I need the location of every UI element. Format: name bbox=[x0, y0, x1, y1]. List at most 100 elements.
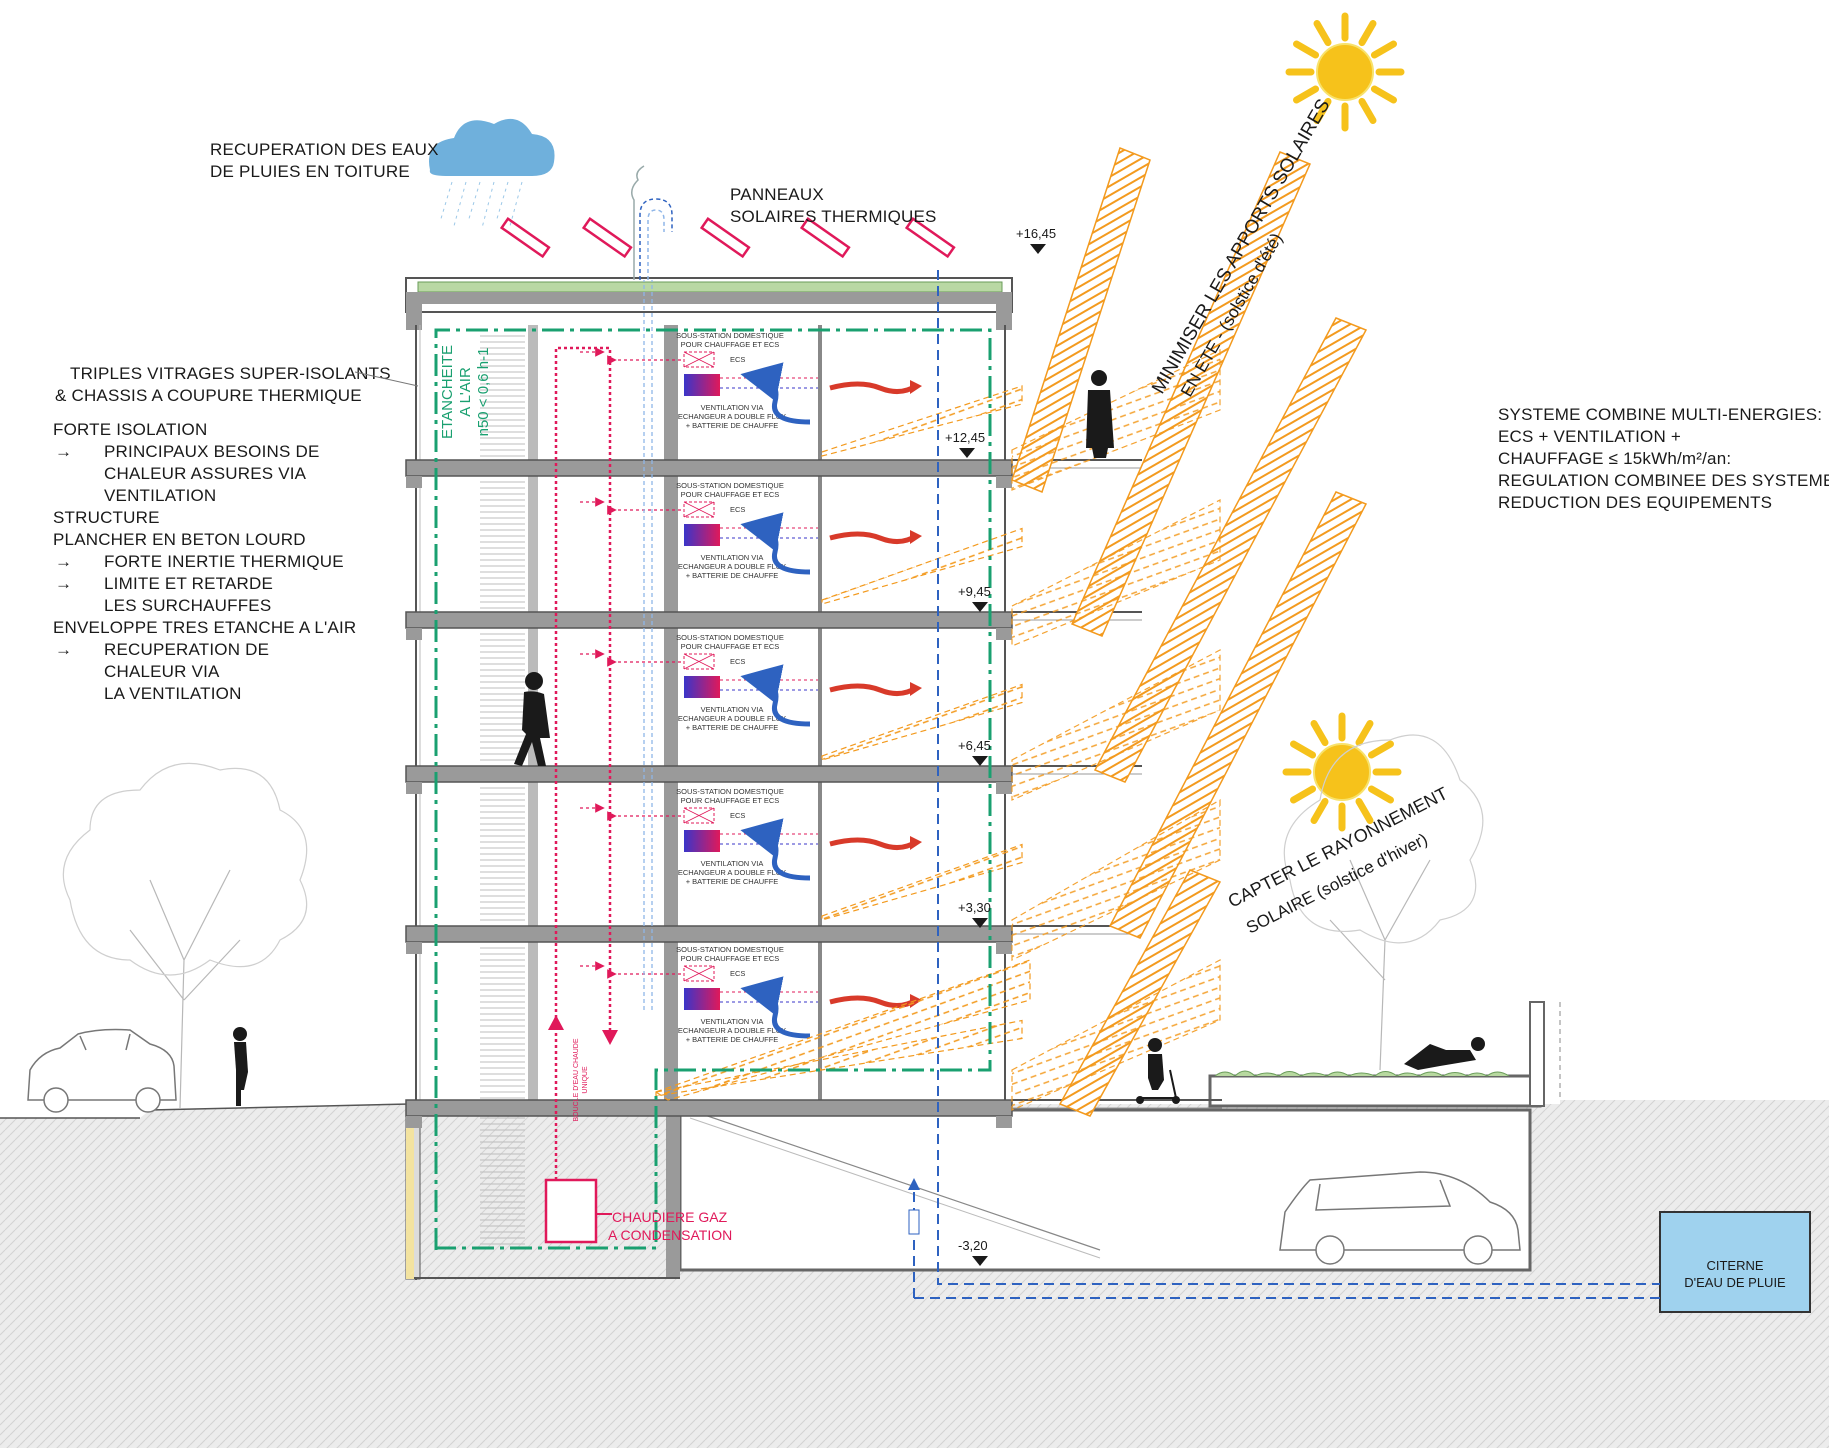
level-triangle bbox=[1030, 244, 1046, 254]
winter-ray-band bbox=[1011, 798, 1221, 961]
slab-beam bbox=[406, 942, 422, 954]
left-notes: FORTE ISOLATION→PRINCIPAUX BESOINS DECHA… bbox=[53, 420, 356, 703]
solar-panel bbox=[904, 217, 956, 259]
loop-label-1: BOUCLE D'EAU CHAUDE bbox=[573, 1038, 580, 1121]
heat-exchanger-icon bbox=[684, 374, 720, 396]
floor-slab bbox=[405, 459, 1013, 477]
solar-panel bbox=[499, 217, 551, 259]
summer-ray-band bbox=[1011, 147, 1151, 493]
airtight-label-3: n50 < 0,6 h-1 bbox=[475, 348, 492, 437]
heat-exchanger-icon bbox=[684, 988, 720, 1010]
fresh-air-arrow bbox=[740, 512, 811, 575]
tree-right-icon bbox=[1283, 734, 1484, 1071]
vent-label-2: ECHANGEUR A DOUBLE FLUX bbox=[678, 868, 786, 877]
sun-ray bbox=[1355, 797, 1374, 824]
sun-ray bbox=[1310, 797, 1329, 824]
solar-panel bbox=[699, 217, 751, 259]
winter-ray-band bbox=[1011, 499, 1221, 647]
slab-beam bbox=[996, 628, 1012, 640]
car-basement-icon bbox=[1279, 1171, 1521, 1265]
note-line: FORTE ISOLATION bbox=[53, 420, 207, 439]
sun-ray bbox=[1358, 20, 1377, 47]
substation-title-2: POUR CHAUFFAGE ET ECS bbox=[681, 642, 780, 651]
sun-ray bbox=[1370, 40, 1397, 59]
sun-ray bbox=[1310, 720, 1329, 747]
winter-sun-icon bbox=[1282, 712, 1402, 832]
substation-title-2: POUR CHAUFFAGE ET ECS bbox=[681, 954, 780, 963]
sun-ray bbox=[1293, 85, 1320, 104]
warm-air-arrow bbox=[829, 837, 918, 850]
sun-patch bbox=[821, 843, 1023, 921]
winter-ray-band bbox=[1011, 959, 1221, 1111]
level-triangle bbox=[972, 602, 988, 612]
sun-ray bbox=[1358, 97, 1377, 124]
sun-ray bbox=[1367, 785, 1394, 804]
note-line: FORTE INERTIE THERMIQUE bbox=[104, 552, 344, 571]
heat-exchanger-icon bbox=[684, 830, 720, 852]
floor-slab bbox=[405, 1099, 1013, 1117]
fresh-air-arrow bbox=[740, 976, 811, 1039]
car-street-icon bbox=[27, 1028, 177, 1113]
vent-label-3: + BATTERIE DE CHAUFFE bbox=[686, 421, 779, 430]
warm-air-arrowhead bbox=[910, 836, 922, 850]
ecs-label: ECS bbox=[730, 505, 745, 514]
tree-left-icon bbox=[62, 762, 308, 1109]
note-line: VENTILATION bbox=[104, 486, 216, 505]
vent-label-1: VENTILATION VIA bbox=[701, 705, 764, 714]
rain-water-line bbox=[908, 270, 1660, 1299]
sun-patch bbox=[821, 527, 1023, 605]
sun-disc bbox=[1316, 43, 1374, 101]
system-note-line: CHAUFFAGE ≤ 15kWh/m²/an: bbox=[1498, 449, 1731, 468]
substation-title-2: POUR CHAUFFAGE ET ECS bbox=[681, 340, 780, 349]
note-arrow: → bbox=[55, 574, 72, 593]
slab-beam bbox=[996, 476, 1012, 488]
roof-ventilation-duct bbox=[631, 165, 673, 1010]
note-line: LIMITE ET RETARDE bbox=[104, 574, 273, 593]
solar-panels-label-1: PANNEAUX bbox=[730, 185, 824, 204]
airtight-envelope-line: ETANCHEITE A L'AIR n50 < 0,6 h-1 bbox=[434, 328, 992, 1250]
ecs-label: ECS bbox=[730, 811, 745, 820]
summer-solar-rays bbox=[1011, 147, 1368, 1117]
slab-beam bbox=[996, 1116, 1012, 1128]
level-markers: +16,45+12,45+9,45+6,45+3,30-3,20 bbox=[945, 226, 1056, 1266]
note-line: CHALEUR ASSURES VIA bbox=[104, 464, 307, 483]
fresh-air-arrow bbox=[740, 362, 811, 425]
winter-ray-band bbox=[1011, 649, 1221, 801]
sun-ray bbox=[1290, 740, 1317, 759]
slab-beam bbox=[996, 782, 1012, 794]
note-line: LES SURCHAUFFES bbox=[104, 596, 271, 615]
floor-slab bbox=[405, 925, 1013, 943]
substation-title-2: POUR CHAUFFAGE ET ECS bbox=[681, 490, 780, 499]
sun-ray bbox=[1293, 40, 1320, 59]
level-label: +12,45 bbox=[945, 430, 985, 445]
vent-label-3: + BATTERIE DE CHAUFFE bbox=[686, 877, 779, 886]
note-arrow: → bbox=[55, 640, 72, 659]
vent-label-3: + BATTERIE DE CHAUFFE bbox=[686, 723, 779, 732]
loop-label-2: UNIQUE bbox=[582, 1066, 589, 1094]
summer-ray-band bbox=[1108, 491, 1368, 939]
person-walking-icon bbox=[514, 672, 550, 766]
solar-panel bbox=[581, 217, 633, 259]
vent-label-2: ECHANGEUR A DOUBLE FLUX bbox=[678, 714, 786, 723]
system-note-line: ECS + VENTILATION + bbox=[1498, 427, 1681, 446]
sun-ray bbox=[1355, 720, 1374, 747]
warm-air-arrowhead bbox=[910, 530, 922, 544]
heat-exchanger-icon bbox=[684, 676, 720, 698]
vent-label-2: ECHANGEUR A DOUBLE FLUX bbox=[678, 412, 786, 421]
cistern-label-2: D'EAU DE PLUIE bbox=[1684, 1275, 1786, 1290]
substation-title-1: SOUS-STATION DOMESTIQUE bbox=[676, 331, 784, 340]
fresh-air-arrow bbox=[740, 818, 811, 881]
system-notes: SYSTEME COMBINE MULTI-ENERGIES: ECS + VEN… bbox=[1498, 405, 1829, 512]
system-note-line: SYSTEME COMBINE MULTI-ENERGIES: bbox=[1498, 405, 1822, 424]
note-line: STRUCTURE bbox=[53, 508, 160, 527]
garden-terrace bbox=[1208, 1001, 1561, 1108]
solar-panels bbox=[499, 217, 956, 259]
hot-water-loop: CHAUDIERE GAZ A CONDENSATION BOUCLE D'EA… bbox=[544, 346, 732, 1244]
level-label: -3,20 bbox=[958, 1238, 988, 1253]
sun-patch bbox=[821, 683, 1023, 761]
note-arrow: → bbox=[55, 442, 72, 461]
